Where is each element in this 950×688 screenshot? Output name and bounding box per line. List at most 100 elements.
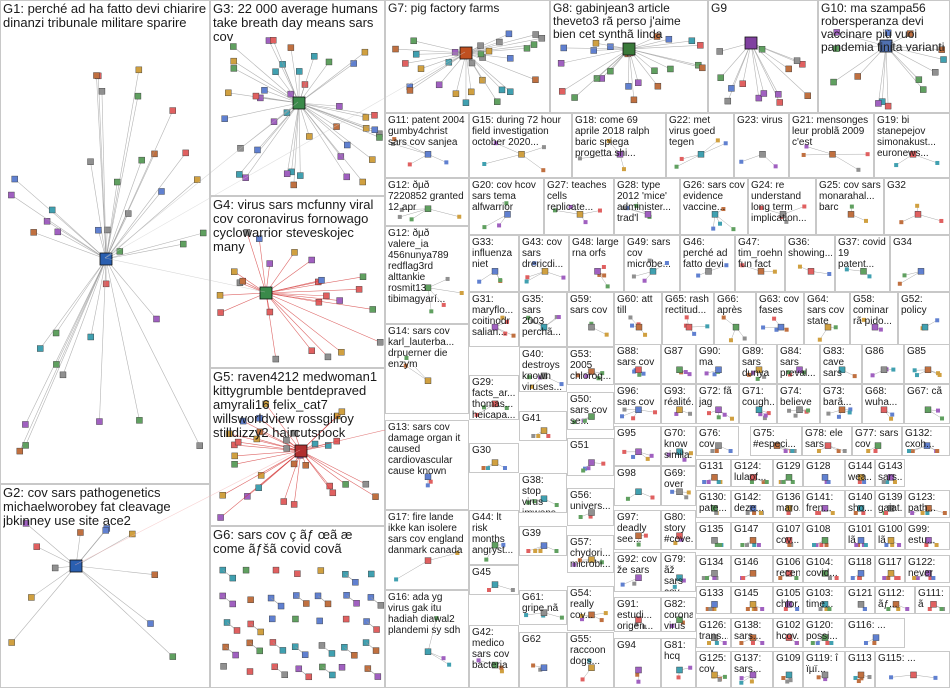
edge xyxy=(495,142,522,155)
group-cell-g115: G115: ... xyxy=(875,651,950,688)
node xyxy=(477,50,485,58)
node xyxy=(786,370,791,375)
node xyxy=(818,607,823,611)
group-label: G15: during 72 hour field investigation … xyxy=(472,115,561,148)
group-label: G74: believe xyxy=(780,386,812,408)
node xyxy=(538,549,543,553)
edge xyxy=(561,48,630,64)
edge xyxy=(465,44,535,54)
group-label: G95 xyxy=(617,428,636,439)
group-network-g84 xyxy=(786,366,806,377)
group-label: G29: facts_ar... thomas... heicapa... xyxy=(472,377,516,420)
node xyxy=(714,543,719,547)
node xyxy=(676,366,683,373)
node xyxy=(505,319,510,324)
group-network-g29 xyxy=(474,400,509,417)
edge xyxy=(265,289,360,294)
node xyxy=(222,643,229,651)
group-label: G3: 22 000 average humans take breath da… xyxy=(213,2,378,44)
group-cell-g130: G130: pate... xyxy=(696,490,731,518)
node xyxy=(676,488,683,495)
edge xyxy=(427,618,437,652)
group-label: G72: fã jag xyxy=(699,386,732,408)
node xyxy=(728,338,733,343)
group-network-g41 xyxy=(531,427,551,438)
node xyxy=(819,543,824,547)
group-network-g60 xyxy=(628,315,648,337)
group-cell-g87: G87 xyxy=(661,344,696,384)
node xyxy=(935,408,940,413)
group-network-g89 xyxy=(747,366,767,381)
node xyxy=(682,457,687,462)
node xyxy=(584,374,589,379)
node xyxy=(77,529,84,536)
node xyxy=(710,449,715,453)
node xyxy=(716,48,723,55)
group-network-g35 xyxy=(526,315,561,331)
node xyxy=(482,225,487,230)
node xyxy=(441,302,446,307)
node xyxy=(711,671,718,679)
node xyxy=(588,509,595,516)
node xyxy=(747,372,752,377)
node xyxy=(452,90,460,97)
group-cell-g9: G9 xyxy=(708,0,818,113)
group-cell-g62: G62 xyxy=(519,632,567,688)
group-label: G27: teaches cells replicate... xyxy=(547,180,607,213)
edge xyxy=(741,154,763,162)
edge xyxy=(676,154,702,167)
node xyxy=(714,449,719,453)
node xyxy=(649,268,657,275)
group-label: G45 xyxy=(472,567,491,578)
node xyxy=(362,114,370,121)
node xyxy=(371,112,378,119)
edge xyxy=(878,45,887,104)
node xyxy=(518,151,525,158)
group-cell-g139: G139: gaiat... xyxy=(875,490,905,518)
node xyxy=(572,562,577,567)
node xyxy=(714,576,719,580)
group-cell-g102: G102: hcov... xyxy=(773,618,803,648)
node xyxy=(592,39,600,47)
node xyxy=(804,92,811,99)
node xyxy=(546,434,551,438)
node xyxy=(59,371,67,379)
node xyxy=(134,92,142,100)
group-cell-g37: G37: covid 19 patent... xyxy=(835,235,890,292)
node xyxy=(676,448,683,455)
node xyxy=(272,566,280,574)
group-network-g18 xyxy=(577,138,626,172)
group-cell-g14: G14: sars cov karl_lauterba... drpuerner… xyxy=(385,324,469,414)
group-label: G81: hcq xyxy=(664,640,686,662)
node xyxy=(706,480,711,484)
node xyxy=(924,366,932,373)
group-network-g6 xyxy=(219,566,384,681)
node xyxy=(52,329,60,337)
edge xyxy=(243,420,302,452)
node xyxy=(635,532,642,539)
edge xyxy=(484,214,508,228)
group-cell-g53: G53: 2005 chloroq... xyxy=(567,347,614,385)
node xyxy=(557,60,565,67)
node xyxy=(836,414,841,419)
group-network-g126 xyxy=(707,634,727,645)
node xyxy=(857,576,862,580)
group-cell-g99: G99: estu... xyxy=(905,522,950,550)
node xyxy=(909,151,917,158)
group-network-g62 xyxy=(531,663,548,672)
hub-node xyxy=(69,559,83,573)
node xyxy=(306,133,313,140)
node xyxy=(915,203,920,208)
group-label: G82: corona virus xyxy=(664,599,693,632)
group-label: G19: bi stanepejov simonakust... euronew… xyxy=(877,115,936,159)
group-cell-g20: G20: cov hcov sars tema alfwarrior xyxy=(469,178,544,235)
node xyxy=(590,47,597,54)
edge xyxy=(300,450,346,485)
node xyxy=(683,370,688,375)
node xyxy=(541,168,546,173)
node xyxy=(774,327,779,332)
node xyxy=(376,339,384,346)
group-label: G46: perché ad fatto devi xyxy=(683,237,728,270)
node xyxy=(897,281,902,286)
edge xyxy=(105,152,186,260)
